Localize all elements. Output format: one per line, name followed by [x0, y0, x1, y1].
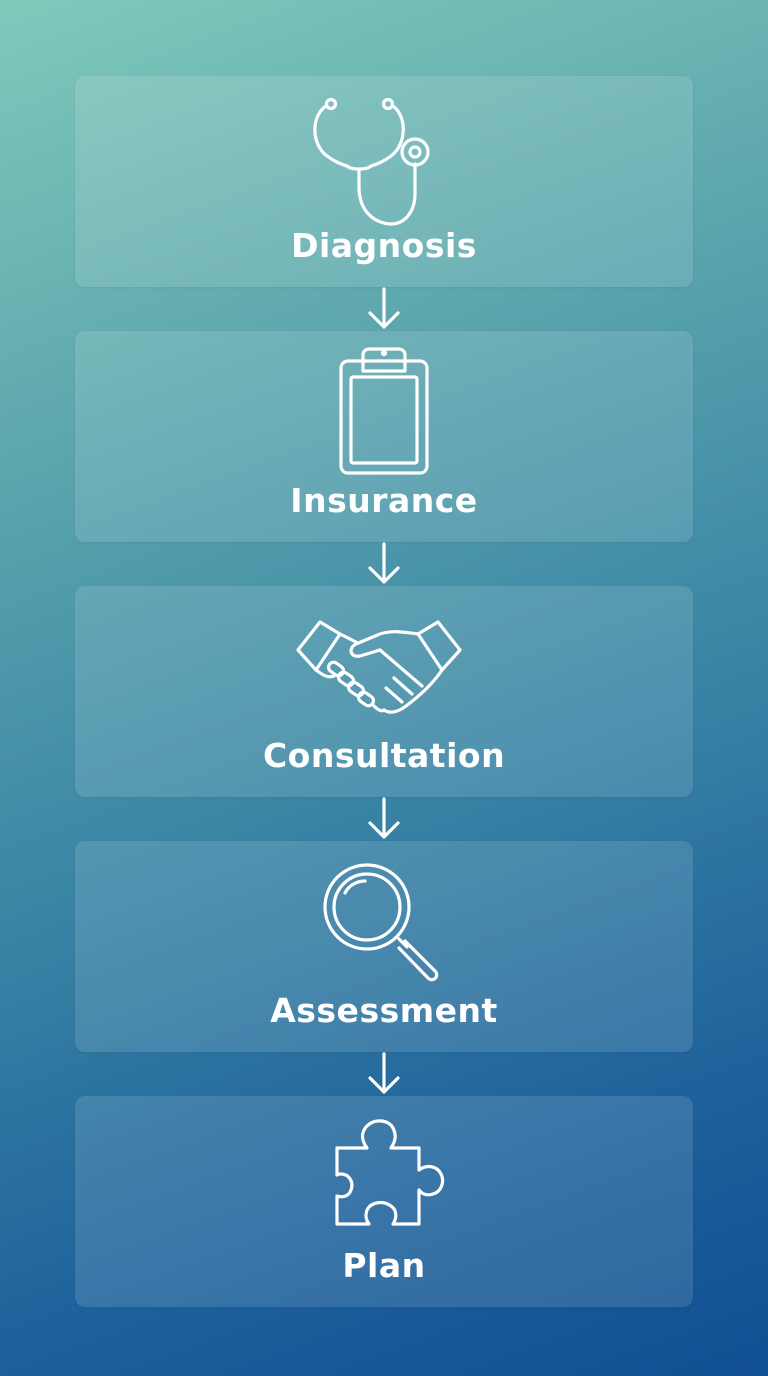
step-card-diagnosis: Diagnosis: [75, 76, 693, 287]
step-label: Consultation: [262, 736, 506, 775]
step-label: Plan: [342, 1246, 426, 1285]
stethoscope-icon: [309, 92, 459, 232]
step-card-plan: Plan: [75, 1096, 693, 1307]
step-card-insurance: Insurance: [75, 331, 693, 542]
handshake-icon: [296, 602, 462, 742]
process-flow: Diagnosis Insurance: [75, 76, 693, 1307]
flow-arrow: [75, 797, 693, 841]
clipboard-icon: [309, 347, 459, 487]
step-label: Diagnosis: [291, 226, 477, 265]
flow-arrow: [75, 542, 693, 586]
arrow-down-icon: [368, 287, 400, 329]
step-card-consultation: Consultation: [75, 586, 693, 797]
step-label: Insurance: [290, 481, 478, 520]
puzzle-piece-icon: [309, 1112, 459, 1252]
flow-arrow: [75, 1052, 693, 1096]
arrow-down-icon: [368, 542, 400, 584]
step-card-assessment: Assessment: [75, 841, 693, 1052]
arrow-down-icon: [368, 1052, 400, 1094]
magnifying-glass-icon: [309, 857, 459, 997]
arrow-down-icon: [368, 797, 400, 839]
flow-arrow: [75, 287, 693, 331]
step-label: Assessment: [270, 991, 498, 1030]
